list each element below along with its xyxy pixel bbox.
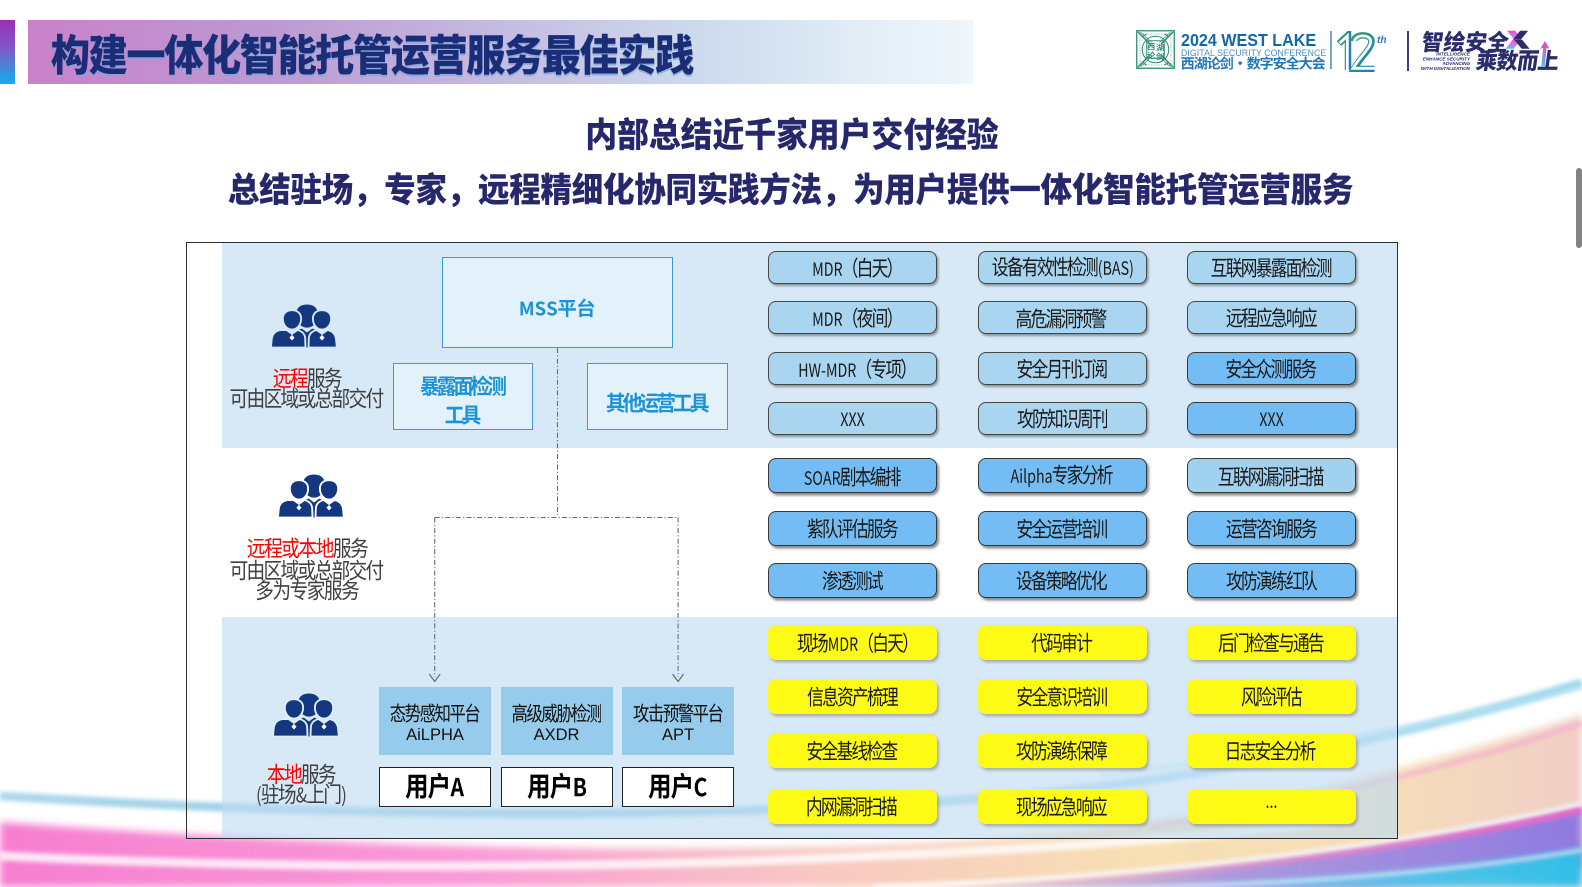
svg-text:th: th — [1377, 35, 1386, 46]
